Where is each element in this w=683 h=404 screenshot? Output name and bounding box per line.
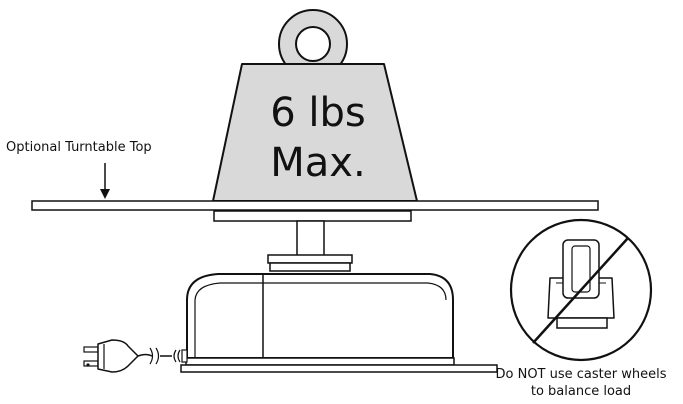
caster-warning-line2: to balance load (531, 384, 631, 399)
turntable-top-plate (31, 200, 599, 211)
weight-icon: 6 lbs Max. (212, 9, 418, 202)
weight-text-line2: Max. (270, 140, 365, 186)
weight-text-line1: 6 lbs (270, 90, 366, 136)
base-plate-upper (185, 357, 455, 366)
shaft-collar (267, 254, 353, 264)
caster-warning-line1: Do NOT use caster wheels (496, 367, 667, 382)
power-plug-icon (83, 339, 188, 373)
no-caster-wheel-icon (509, 218, 653, 362)
weight-ring-hole (295, 26, 331, 62)
mounting-plate (213, 210, 412, 222)
power-cord (137, 353, 153, 357)
drive-shaft (296, 220, 325, 257)
turntable-base-unit (180, 210, 498, 373)
motor-housing-lip (194, 282, 447, 301)
shaft-collar-lower (269, 262, 351, 272)
turntable-top (31, 200, 599, 211)
motor-housing (186, 273, 454, 359)
base-plate-lower (180, 364, 498, 373)
turntable-top-arrow-icon (100, 163, 110, 199)
turntable-top-label: Optional Turntable Top (6, 140, 152, 155)
